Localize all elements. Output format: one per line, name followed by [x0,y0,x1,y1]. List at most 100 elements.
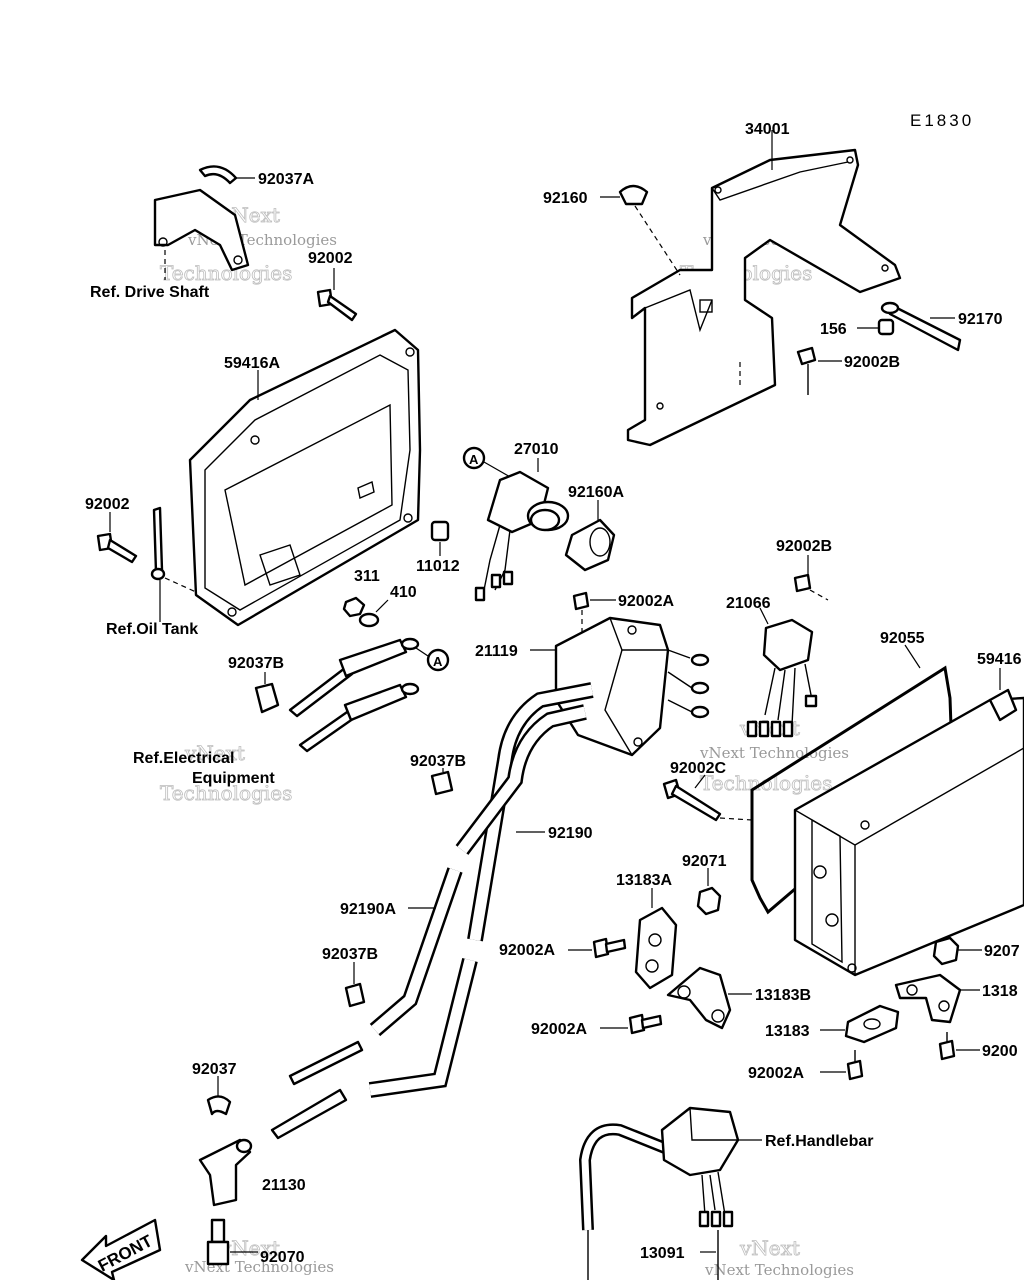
part-21066 [746,618,818,738]
leader-92055 [904,644,921,669]
part-92160 [618,184,681,276]
ref-drive-shaft: Ref. Drive Shaft [90,284,210,301]
label-92002-left: 92002 [85,496,130,513]
label-92055: 92055 [880,630,925,647]
watermark-vnext: vNext [739,1236,800,1260]
part-92002-top [316,288,358,322]
label-92037: 92037 [192,1061,237,1078]
part-92002a-3 [628,1013,663,1035]
part-92002b-top [739,346,817,395]
watermark-small: vNext Technologies [184,1258,334,1276]
label-11012: 11012 [416,558,460,575]
leader-marker-a1 [483,461,513,479]
box-59416 [793,688,1024,977]
leader-21066 [759,607,769,625]
label-13091: 13091 [640,1245,685,1262]
label-59416-right: 59416 [977,651,1022,668]
diagram-code: E1830 [910,111,974,130]
cable-assembly [288,637,420,753]
label-92037b-1: 92037B [228,655,284,672]
part-92002a-4 [846,1050,864,1081]
watermark-small: vNext Technologies [699,744,849,762]
front-arrow: FRONT [80,1218,162,1280]
label-13183: 13183 [765,1023,810,1040]
part-92037b-2 [430,770,454,796]
label-21119: 21119 [475,643,518,660]
leader-410 [375,599,389,613]
label-9207-right: 9207 [984,943,1020,960]
part-311 [342,596,366,618]
part-92002-left [96,506,197,593]
label-92170: 92170 [958,311,1003,328]
part-11012 [430,520,450,542]
part-92037b-1 [254,682,280,714]
part-13183b [666,966,732,1030]
label-92160a: 92160A [568,484,624,501]
label-92002b-top: 92002B [844,354,900,371]
part-13183 [844,1004,900,1044]
label-156: 156 [820,321,847,338]
label-92190a: 92190A [340,901,396,918]
watermark-vnext: vNext [184,741,245,765]
label-92002a-4: 92002A [748,1065,804,1082]
label-92070: 92070 [260,1249,305,1266]
marker-a-circle [462,446,486,470]
box-59416a [188,328,422,627]
label-34001: 34001 [745,121,790,138]
part-92071 [696,886,722,916]
part-92037b-3 [344,982,366,1008]
label-59416a: 59416A [224,355,280,372]
label-410: 410 [390,584,417,601]
part-92070 [206,1218,230,1266]
label-311: 311 [354,568,380,585]
label-92002b-mid: 92002B [776,538,832,555]
hose-tips [270,1040,364,1140]
part-27010 [474,470,570,602]
ref-handlebar: Ref.Handlebar [765,1133,873,1150]
part-156 [877,318,895,336]
part-92002a-2 [592,937,627,959]
label-1318-right: 1318 [982,983,1018,1000]
label-92002c: 92002C [670,760,726,777]
part-21130 [198,1138,253,1207]
ref-electrical-1: Ref.Electrical [133,750,234,767]
label-92002a-1: 92002A [618,593,674,610]
label-27010: 27010 [514,441,559,458]
bracket-34001 [626,148,902,447]
marker-a2: A [433,654,443,669]
label-21066: 21066 [726,595,771,612]
part-92037a [198,165,238,185]
part-21119 [554,616,710,757]
part-92170 [880,301,962,352]
hose-92190a [369,704,587,1037]
leader-marker-a2 [415,647,429,657]
label-13183a: 13183A [616,872,672,889]
drive-shaft-bracket [153,188,250,280]
label-92002a-3: 92002A [531,1021,587,1038]
label-92071: 92071 [682,853,727,870]
label-92002a-2: 92002A [499,942,555,959]
label-92160: 92160 [543,190,588,207]
label-92037b-3: 92037B [322,946,378,963]
part-9207-right [932,936,960,966]
label-21130: 21130 [262,1177,306,1194]
handlebar-switch [578,1106,740,1280]
ref-oil-tank: Ref.Oil Tank [106,621,198,638]
hose-92190 [368,682,594,1098]
part-410 [358,612,380,628]
label-92037a: 92037A [258,171,314,188]
part-92002b-mid [793,573,829,601]
watermark-technologies: Technologies [160,781,292,805]
watermark-small: vNext Technologies [704,1261,854,1279]
label-92002-top: 92002 [308,250,353,267]
part-1318-right [894,973,962,1024]
part-9200-right [938,1032,956,1061]
part-92002a-1 [572,591,590,640]
label-92190: 92190 [548,825,593,842]
label-9200-right: 9200 [982,1043,1018,1060]
leader-92002c [694,774,706,789]
part-13183a [634,906,678,990]
label-92037b-2: 92037B [410,753,466,770]
ref-electrical-2: Equipment [192,770,275,787]
